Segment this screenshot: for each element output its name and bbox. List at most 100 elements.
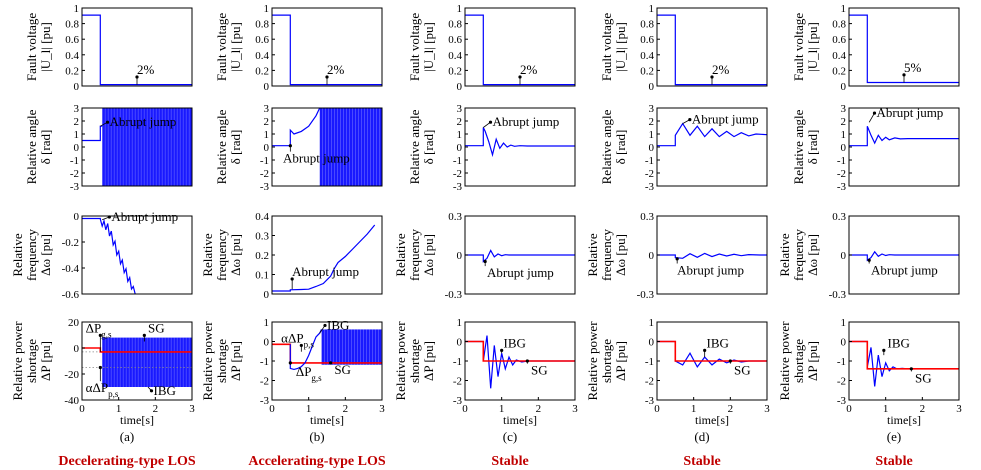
plot-area [82, 14, 192, 86]
y-tick-label: 0.6 [640, 34, 654, 46]
y-tick-label: 0 [74, 343, 80, 355]
annotation-arrowhead [710, 75, 714, 79]
annotation-label: 2% [712, 62, 730, 77]
plot-area [849, 250, 959, 262]
annotation-label: IBG [327, 317, 349, 332]
plot-area [272, 108, 382, 186]
y-tick-label: -40 [64, 395, 79, 407]
annotation-label: SG [148, 320, 165, 335]
x-tick-label: 2 [728, 403, 734, 415]
y-tick-label: 1 [457, 317, 463, 329]
annotation-label: SG [334, 362, 351, 377]
y-tick-label: 1 [649, 129, 655, 141]
subfigure-title: Decelerating-type LOS [58, 454, 195, 469]
plot-frame [848, 321, 960, 401]
y-tick-label: 0 [457, 142, 463, 154]
y-tick-label: 2 [264, 116, 270, 128]
annotation-arrowhead [872, 111, 877, 115]
y-tick-label: -3 [453, 395, 463, 407]
y-axis-label: ΔP [pu] [228, 341, 243, 381]
plot-area [272, 329, 382, 371]
x-tick-label: 1 [691, 403, 697, 415]
y-tick-label: -1 [260, 356, 269, 368]
y-axis-label: Δω [pu] [421, 234, 436, 276]
plot-area [82, 337, 192, 387]
annotation-label: ΔPg,s [296, 364, 322, 383]
y-tick-label: -2 [260, 376, 269, 388]
annotation-arrowhead [105, 120, 110, 124]
y-axis-label: |U_l| [pu] [228, 22, 243, 72]
y-axis-label: Relative power [10, 321, 25, 401]
y-tick-label: 2 [649, 116, 655, 128]
y-tick-label: 0 [649, 81, 655, 93]
x-axis-label: time[s] [887, 413, 921, 427]
annotation-arrowhead [525, 359, 529, 363]
y-axis-label: frequency [24, 229, 39, 281]
annotation-arrowhead [728, 359, 732, 363]
y-tick-label: 0 [74, 211, 80, 223]
series-line-0 [465, 127, 575, 158]
annotation-arrowhead [323, 323, 327, 328]
y-tick-label: 0 [841, 81, 847, 93]
series-line-0 [849, 125, 959, 147]
y-tick-label: 0.6 [448, 34, 462, 46]
y-axis-label: ΔP [pu] [613, 341, 628, 381]
series-line-0 [82, 125, 103, 142]
y-axis-label: frequency [407, 229, 422, 281]
y-tick-label: -3 [260, 395, 270, 407]
annotation-arrow [868, 112, 875, 123]
annotation-arrowhead [299, 343, 303, 348]
x-axis-label: time[s] [503, 413, 537, 427]
x-tick-label: 1 [306, 403, 312, 415]
x-tick-label: 3 [379, 403, 385, 415]
oscillation-band [102, 337, 192, 387]
y-tick-label: -20 [64, 369, 79, 381]
y-axis-label: Δω [pu] [805, 234, 820, 276]
series-line-0 [272, 14, 382, 86]
y-tick-label: 1 [264, 3, 270, 15]
y-tick-label: -3 [645, 181, 655, 193]
y-tick-label: 0 [264, 81, 270, 93]
annotation-label: SG [915, 370, 932, 385]
y-axis-label: Δω [pu] [228, 234, 243, 276]
series-line-0 [82, 217, 136, 294]
annotation-label: IBG [707, 335, 729, 350]
y-tick-label: -2 [837, 168, 846, 180]
y-axis-label: Relative power [777, 321, 792, 401]
y-tick-label: 0 [649, 142, 655, 154]
y-tick-label: 0.8 [832, 19, 846, 31]
subfigure-label: (b) [309, 429, 324, 444]
annotation-label: ΔPg,s [86, 320, 112, 339]
y-tick-label: 0.1 [255, 270, 269, 282]
annotation-arrowhead [703, 348, 707, 352]
y-tick-label: -2 [453, 168, 462, 180]
annotation-label: Abrupt jump [487, 265, 554, 280]
y-tick-label: -3 [70, 181, 80, 193]
y-tick-label: -3 [453, 181, 463, 193]
annotation-label: Abrupt jump [283, 151, 350, 166]
y-tick-label: 2 [74, 116, 80, 128]
y-axis-label: Relative angle [407, 109, 422, 184]
x-axis-label: time[s] [120, 413, 154, 427]
annotation-label: Abrupt jump [111, 209, 178, 224]
y-tick-label: 0.4 [640, 50, 654, 62]
annotation-label: SG [531, 363, 548, 378]
y-tick-label: -0.6 [62, 289, 80, 301]
y-tick-label: 0.4 [448, 50, 462, 62]
y-axis-label: Relative angle [791, 109, 806, 184]
y-tick-label: 1 [457, 3, 463, 15]
subfigure-label: (d) [694, 429, 709, 444]
y-axis-label: shortage [24, 339, 39, 383]
annotation-label: IBG [154, 383, 176, 398]
x-tick-label: 0 [846, 403, 852, 415]
annotation-label: αΔPp,s [281, 330, 314, 349]
y-tick-label: -2 [453, 376, 462, 388]
y-tick-label: 1 [74, 3, 80, 15]
series-line-0 [465, 249, 575, 263]
y-axis-label: δ [rad] [228, 130, 243, 165]
